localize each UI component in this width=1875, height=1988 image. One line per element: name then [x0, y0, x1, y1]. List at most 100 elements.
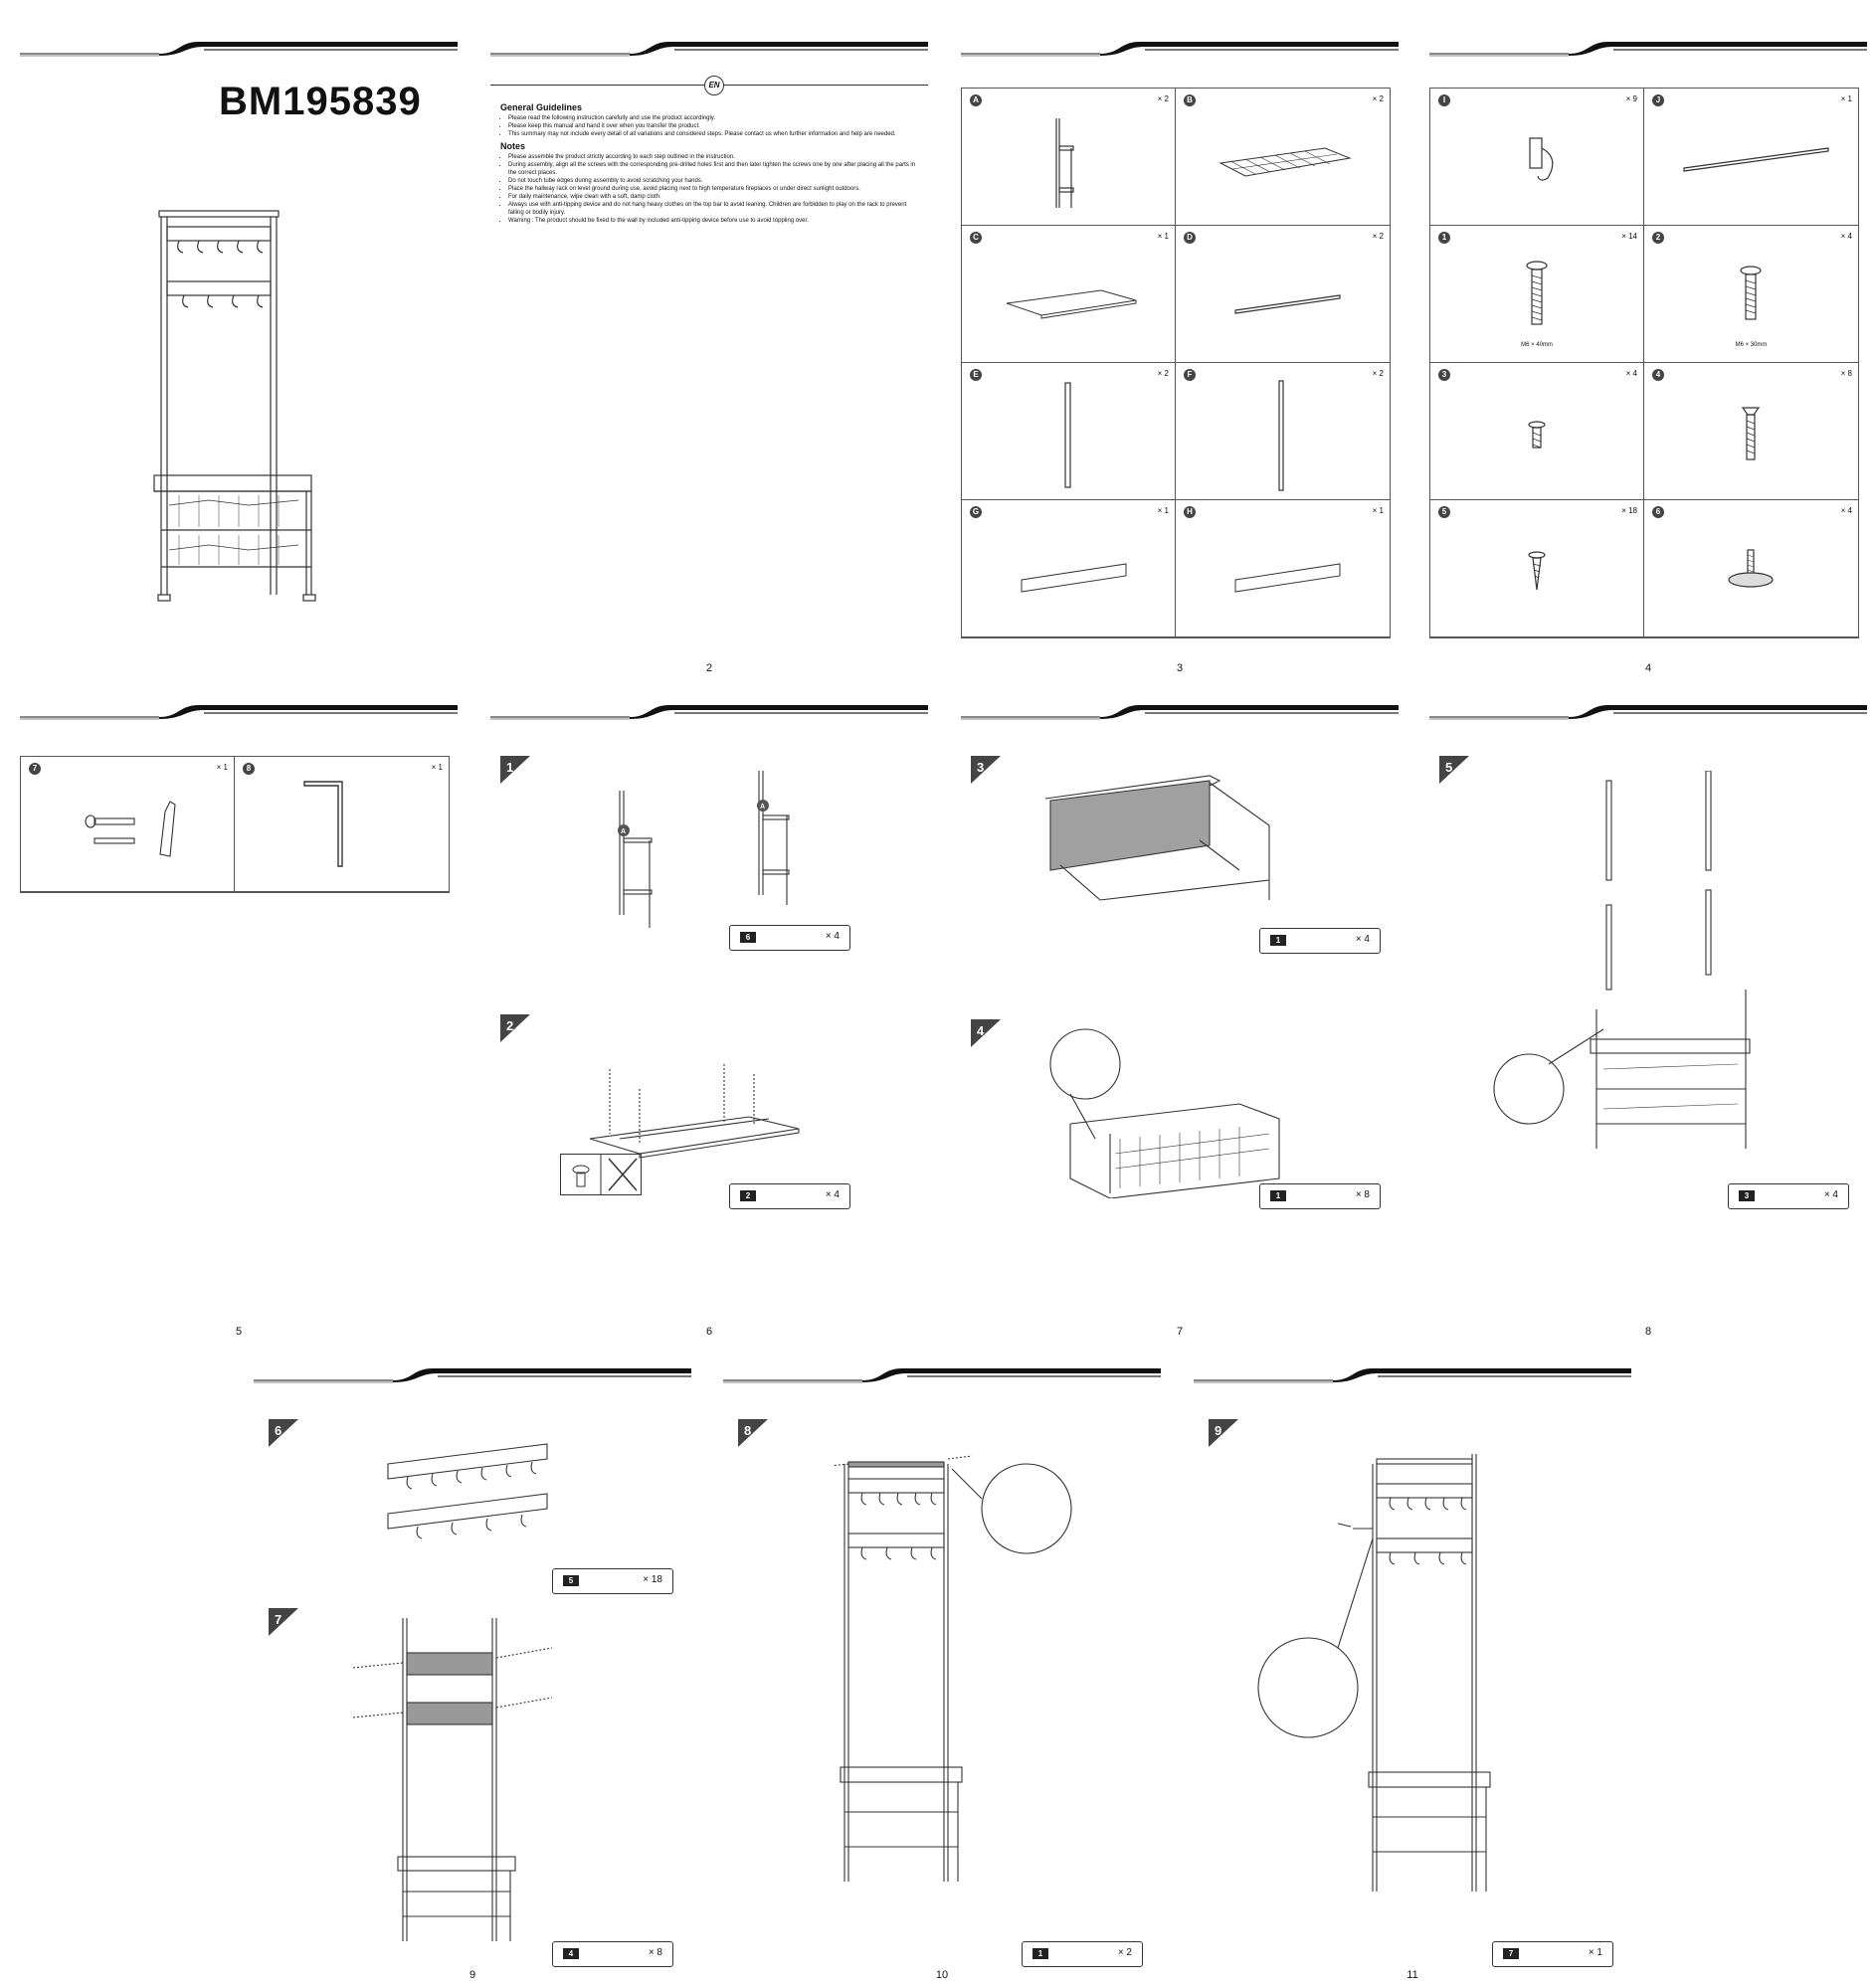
- header-decoration: [254, 1367, 691, 1383]
- hall-tree-illustration: [153, 210, 316, 602]
- hardware-quantity: × 1: [431, 763, 443, 772]
- hardware-label: 2: [1652, 232, 1664, 244]
- header-decoration: [1194, 1367, 1631, 1383]
- hardware-quantity: × 14: [1621, 232, 1637, 241]
- note-item: Place the hallway rack on level ground d…: [508, 185, 918, 193]
- part-quantity: × 2: [1372, 369, 1384, 378]
- page-number: 6: [705, 1326, 713, 1338]
- hardware-callout: 6× 4: [729, 925, 850, 951]
- hardware-callout: 2× 4: [729, 1183, 850, 1209]
- step-badge: 3: [971, 756, 1001, 784]
- page-steps-3-4: 3 1× 4 4 1× 8 7: [961, 701, 1399, 1338]
- svg-text:A: A: [621, 828, 626, 835]
- hardware-callout: 3× 4: [1728, 1183, 1849, 1209]
- note-item: During assembly, align all the screws wi…: [508, 161, 918, 177]
- hardware-label: 6: [1652, 506, 1664, 518]
- hardware-tag: 1: [1270, 1190, 1286, 1201]
- note-item: Do not touch tube edges during assembly …: [508, 177, 918, 185]
- hardware-tag: 6: [740, 932, 756, 943]
- hardware-quantity: × 4: [1840, 506, 1852, 515]
- step-badge: 6: [269, 1419, 298, 1447]
- header-decoration: [1429, 41, 1867, 57]
- step-number: 5: [1445, 760, 1453, 775]
- step-badge: 2: [500, 1014, 530, 1042]
- svg-text:A: A: [760, 804, 765, 811]
- part-quantity: × 2: [1157, 369, 1169, 378]
- part-cell: H × 1: [1176, 500, 1390, 637]
- guideline-item: Please read the following instruction ca…: [508, 114, 918, 122]
- hardware-callout-qty: × 8: [1355, 1189, 1370, 1200]
- step-number: 8: [744, 1423, 752, 1438]
- hardware-callout: 4× 8: [552, 1941, 673, 1967]
- side-frame-icon: [1055, 118, 1074, 208]
- hardware-caption: M6 × 40mm: [1521, 342, 1553, 348]
- guideline-item: Please keep this manual and hand it over…: [508, 122, 918, 130]
- part-quantity: × 2: [1372, 94, 1384, 103]
- bolt-icon: [1740, 266, 1762, 320]
- hardware-label: 5: [1438, 506, 1450, 518]
- parts-grid: A × 2 B × 2 C × 1 D × 2 E × 2 F × 2: [961, 88, 1391, 638]
- hardware-label: 7: [29, 763, 41, 775]
- part-label: H: [1184, 506, 1196, 518]
- step-badge: 7: [269, 1608, 298, 1636]
- anti-tip-kit-icon: [85, 801, 176, 857]
- hardware-cell: 2 × 4 M6 × 30mm: [1644, 226, 1858, 363]
- step-7-illustration: [352, 1618, 553, 1941]
- hardware-cell: 3 × 4: [1430, 363, 1644, 500]
- countersunk-bolt-icon: [1741, 407, 1761, 460]
- page-number: 5: [235, 1326, 243, 1338]
- hardware-cell: 7 × 1: [21, 757, 235, 892]
- hardware-cell: 5 × 18: [1430, 500, 1644, 637]
- short-bolt-icon: [1528, 421, 1546, 449]
- hardware-grid: I × 9 J × 1 1 × 14 M6 × 40mm 2 × 4 M6 × …: [1429, 88, 1859, 638]
- part-cell: C × 1: [962, 226, 1176, 363]
- part-quantity: × 2: [1372, 232, 1384, 241]
- header-decoration: [490, 41, 928, 57]
- hardware-callout-qty: × 4: [825, 1189, 840, 1200]
- cross-icon: [572, 1155, 638, 1194]
- tube-icon: [1278, 380, 1284, 491]
- step-number: 3: [977, 760, 985, 775]
- step-badge: 4: [971, 1019, 1001, 1047]
- note-item: Warning : The product should be fixed to…: [508, 217, 918, 225]
- step-3-illustration: [1044, 775, 1270, 901]
- hardware-tag: 3: [1739, 1190, 1755, 1201]
- hardware-grid-2: 7 × 1 8 × 1: [20, 756, 450, 893]
- page-parts-list: A × 2 B × 2 C × 1 D × 2 E × 2 F × 2: [961, 38, 1399, 674]
- step-9-illustration: [1257, 1454, 1491, 1892]
- hardware-callout-qty: × 18: [643, 1574, 662, 1585]
- page-number: 4: [1644, 662, 1652, 674]
- step-5-illustration: [1493, 771, 1751, 1149]
- hardware-cell: 4 × 8: [1644, 363, 1858, 500]
- header-decoration: [20, 704, 458, 720]
- hardware-tag: 1: [1032, 1948, 1048, 1959]
- page-hardware-list-2: 7 × 1 8 × 1 5: [20, 701, 458, 1338]
- step-badge: 8: [738, 1419, 768, 1447]
- part-quantity: × 1: [1157, 506, 1169, 515]
- part-label: E: [970, 369, 982, 381]
- step-number: 1: [506, 760, 514, 775]
- step-8-illustration: [833, 1455, 1072, 1882]
- page-number: 10: [935, 1969, 949, 1981]
- header-decoration: [723, 1367, 1161, 1383]
- hardware-callout: 1× 4: [1259, 928, 1381, 954]
- language-badge: EN: [704, 76, 724, 95]
- hardware-tag: 7: [1503, 1948, 1519, 1959]
- step-number: 2: [506, 1018, 514, 1033]
- step-badge: 5: [1439, 756, 1469, 784]
- part-cell: B × 2: [1176, 89, 1390, 226]
- hardware-cell: I × 9: [1430, 89, 1644, 226]
- part-cell: G × 1: [962, 500, 1176, 637]
- hardware-label: 1: [1438, 232, 1450, 244]
- part-label: B: [1184, 94, 1196, 106]
- hardware-quantity: × 9: [1625, 94, 1637, 103]
- step-number: 7: [275, 1612, 282, 1627]
- header-decoration: [20, 41, 458, 57]
- step-number: 9: [1215, 1423, 1222, 1438]
- page-number: 8: [1644, 1326, 1652, 1338]
- hardware-tag: 4: [563, 1948, 579, 1959]
- hardware-quantity: × 4: [1625, 369, 1637, 378]
- step-number: 6: [275, 1423, 282, 1438]
- hardware-quantity: × 4: [1840, 232, 1852, 241]
- leveling-foot-icon: [1728, 549, 1774, 588]
